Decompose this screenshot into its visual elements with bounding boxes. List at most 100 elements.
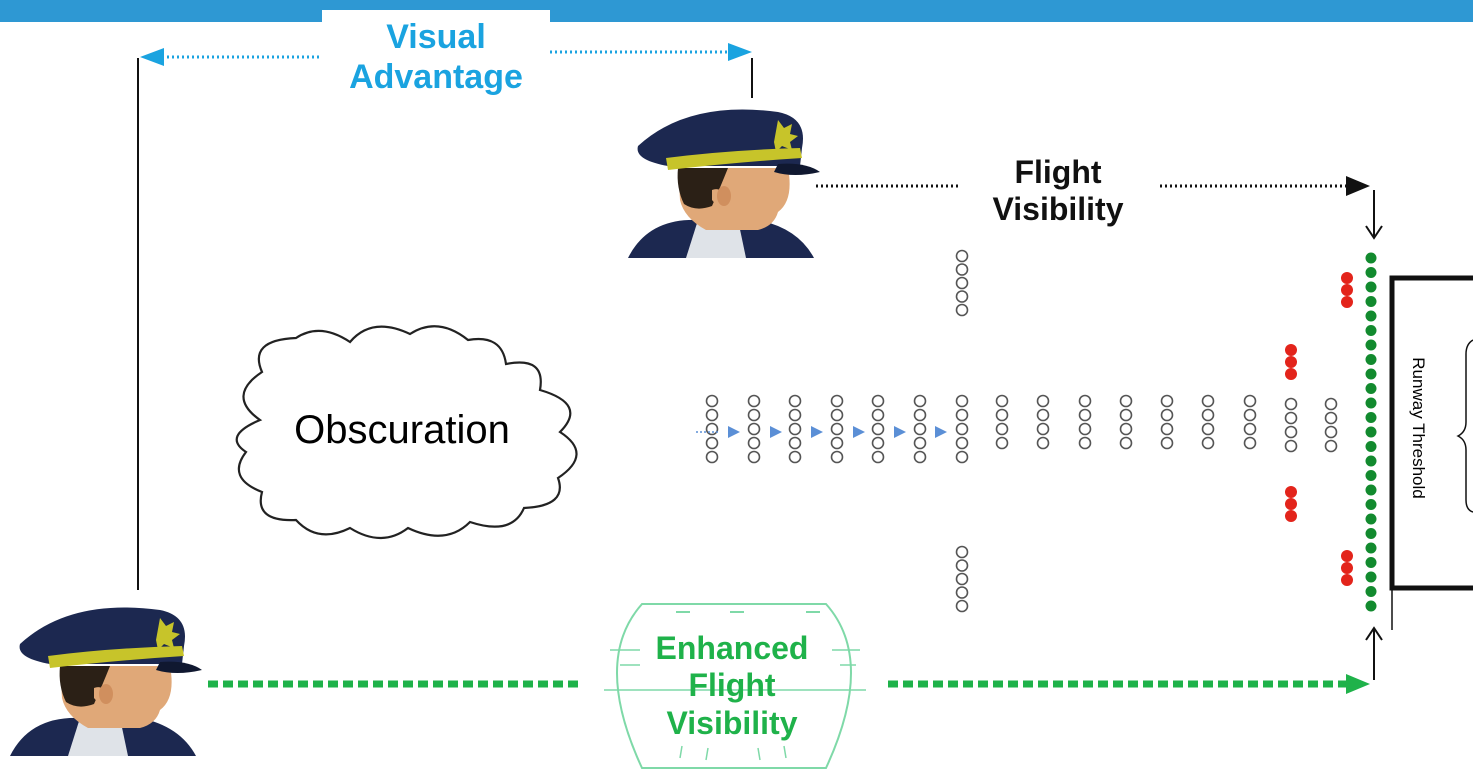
threshold-light	[1365, 571, 1377, 583]
approach-light	[871, 422, 885, 436]
approach-light	[955, 450, 969, 464]
approach-light	[747, 450, 761, 464]
approach-light	[705, 422, 719, 436]
approach-light	[1243, 408, 1257, 422]
flight-visibility-label: Flight Visibility	[958, 148, 1158, 236]
threshold-light	[1365, 354, 1377, 365]
threshold-light	[1365, 267, 1377, 278]
approach-light	[871, 394, 885, 408]
runway-threshold-label: Runway Threshold	[1409, 357, 1428, 499]
approach-light	[788, 450, 802, 464]
approach-light	[705, 450, 719, 464]
approach-light	[1160, 408, 1174, 422]
approach-lights	[705, 249, 1338, 613]
enhanced-line-3: Visibility	[666, 704, 798, 741]
approach-light	[1201, 394, 1215, 408]
approach-light	[955, 276, 969, 290]
approach-light	[1119, 436, 1133, 450]
approach-light	[830, 450, 844, 464]
approach-light	[705, 408, 719, 422]
approach-light	[955, 303, 969, 317]
approach-light	[830, 408, 844, 422]
approach-light	[1324, 411, 1338, 425]
approach-light	[1201, 436, 1215, 450]
approach-light	[830, 422, 844, 436]
approach-light	[1078, 436, 1092, 450]
threshold-light	[1365, 513, 1377, 525]
approach-light	[705, 436, 719, 450]
approach-light	[1284, 397, 1298, 411]
threshold-light	[1365, 586, 1377, 597]
approach-light	[995, 394, 1009, 408]
approach-light	[871, 408, 885, 422]
approach-light	[1243, 394, 1257, 408]
approach-light	[955, 394, 969, 408]
obscuration-label: Obscuration	[294, 408, 510, 452]
threshold-light	[1365, 383, 1377, 394]
approach-light	[1078, 422, 1092, 436]
approach-light	[747, 436, 761, 450]
approach-light	[705, 394, 719, 408]
threshold-light	[1365, 281, 1377, 293]
threshold-light	[1365, 339, 1377, 351]
visual-advantage-line-2: Advantage	[349, 57, 523, 96]
approach-light	[747, 394, 761, 408]
approach-light	[955, 436, 969, 450]
approach-light	[913, 422, 927, 436]
approach-light	[995, 436, 1009, 450]
approach-light	[955, 422, 969, 436]
threshold-light	[1365, 368, 1377, 380]
enhanced-line-1: Enhanced	[655, 630, 809, 666]
approach-light	[913, 436, 927, 450]
approach-light	[1078, 394, 1092, 408]
threshold-light	[1365, 426, 1377, 438]
approach-light	[1036, 422, 1050, 436]
approach-light	[1201, 422, 1215, 436]
approach-light	[788, 394, 802, 408]
approach-light	[955, 586, 969, 599]
approach-light	[1119, 422, 1133, 436]
approach-light	[1160, 394, 1174, 408]
approach-light	[1284, 411, 1298, 425]
threshold-light	[1365, 325, 1377, 336]
threshold-light	[1365, 397, 1377, 409]
approach-light	[995, 422, 1009, 436]
approach-light	[1119, 394, 1133, 408]
approach-light	[747, 422, 761, 436]
pilot-icon	[10, 607, 202, 756]
approach-light	[1243, 436, 1257, 450]
threshold-light	[1365, 542, 1377, 554]
approach-light	[955, 572, 969, 586]
threshold-light	[1365, 470, 1377, 481]
approach-light	[955, 599, 969, 613]
approach-light	[1284, 425, 1298, 439]
threshold-light	[1365, 252, 1377, 264]
approach-light	[1324, 439, 1338, 453]
red-side-lights	[1285, 272, 1353, 586]
approach-light	[913, 394, 927, 408]
approach-light	[871, 450, 885, 464]
approach-light	[913, 408, 927, 422]
visual-advantage-line-1: Visual	[386, 18, 486, 56]
approach-light	[1160, 436, 1174, 450]
sequenced-flashing-lights	[696, 426, 947, 438]
approach-light	[1078, 408, 1092, 422]
enhanced-visibility-arrow	[208, 626, 1383, 694]
threshold-light	[1365, 441, 1377, 452]
hud-icon	[604, 603, 866, 769]
threshold-light	[1365, 528, 1377, 539]
approach-light	[1324, 397, 1338, 411]
approach-light	[1201, 408, 1215, 422]
approach-light	[1036, 394, 1050, 408]
flight-visibility-line-1: Flight	[1014, 154, 1102, 190]
approach-light	[1284, 439, 1298, 453]
approach-light	[1243, 422, 1257, 436]
visual-advantage-arrow	[137, 43, 753, 590]
threshold-lights	[1365, 252, 1377, 612]
threshold-light	[1365, 600, 1377, 612]
approach-light	[788, 422, 802, 436]
threshold-light	[1365, 310, 1377, 322]
cloud-icon	[235, 325, 578, 539]
enhanced-line-2: Flight	[688, 667, 776, 704]
